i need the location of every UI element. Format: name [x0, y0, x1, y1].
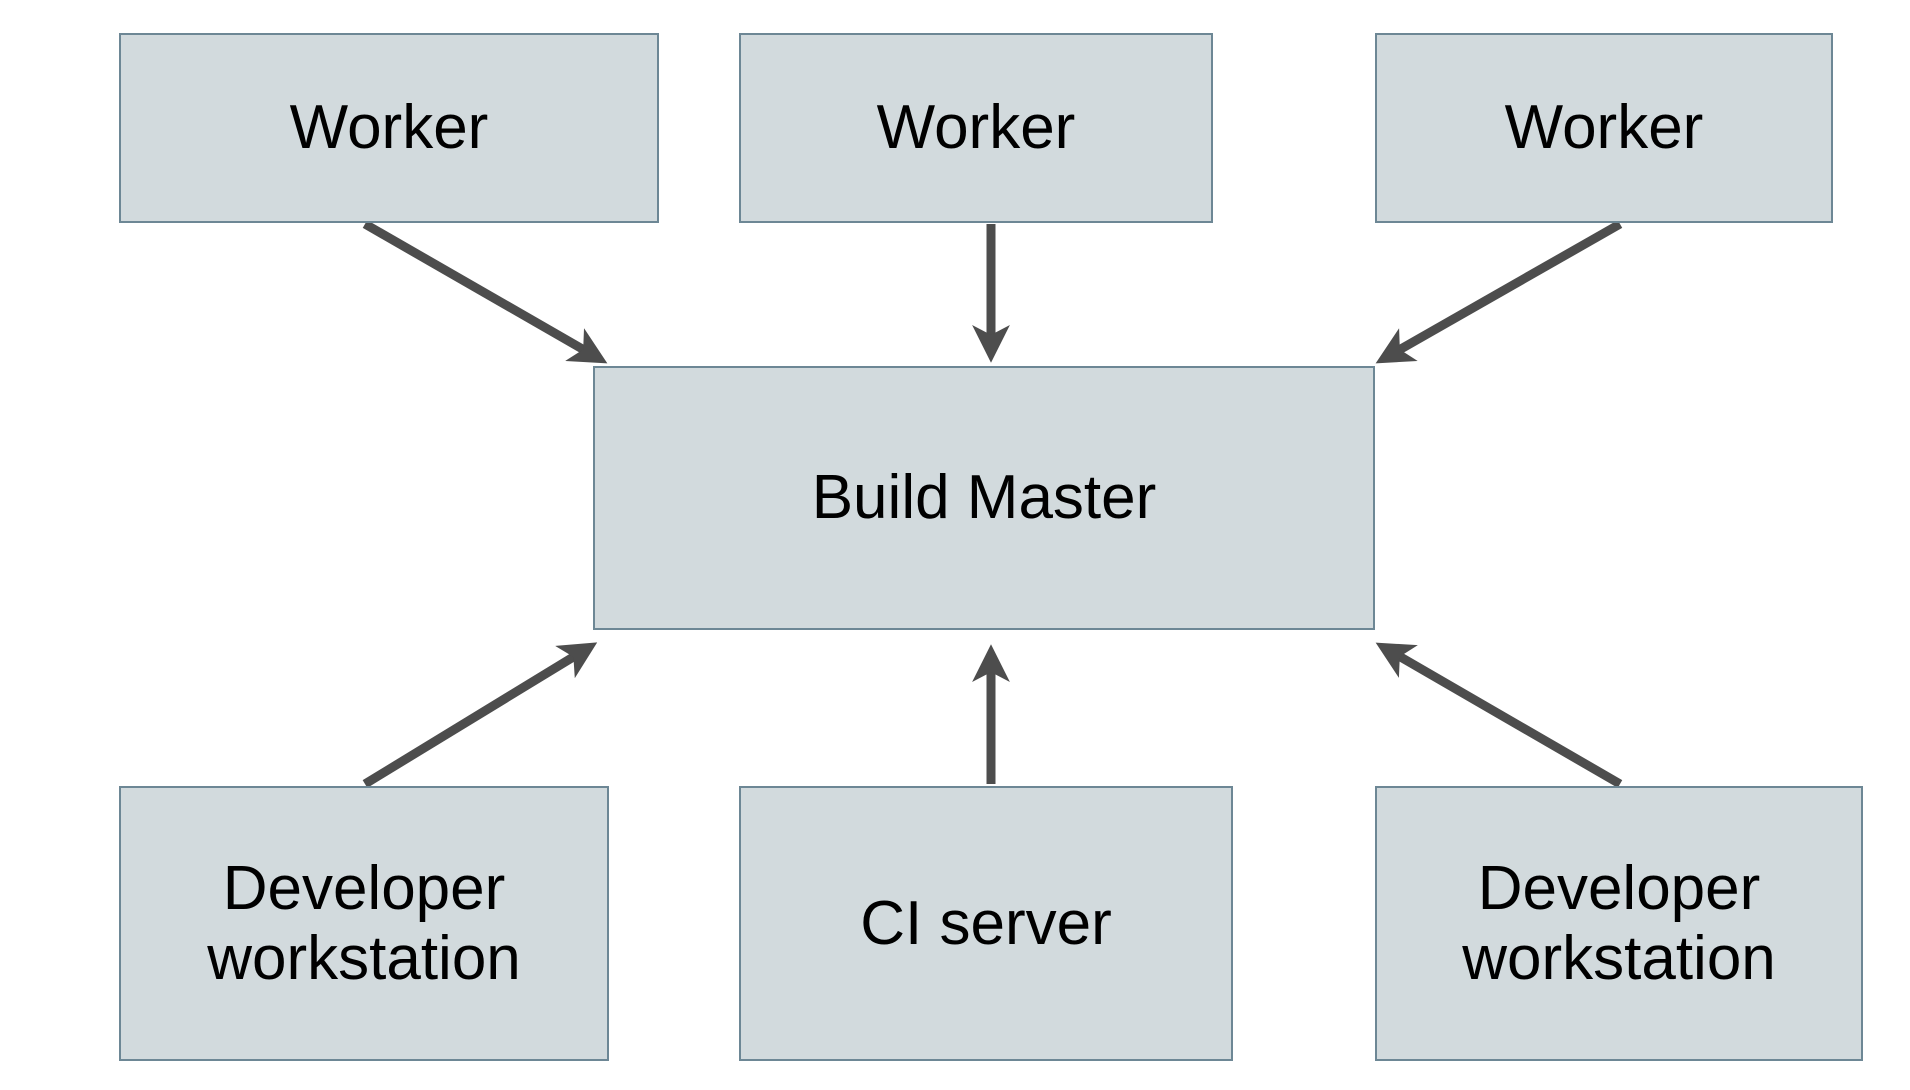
- node-worker-3-label: Worker: [1504, 93, 1704, 163]
- node-build-master[interactable]: Build Master: [593, 366, 1375, 630]
- node-developer-workstation-left-label: Developer workstation: [207, 854, 521, 993]
- edge-dev-ws-left-to-build-master: [362, 642, 598, 788]
- node-worker-1[interactable]: Worker: [119, 33, 659, 223]
- edge-worker-3-to-build-master: [1375, 220, 1623, 364]
- node-ci-server-label: CI server: [860, 888, 1112, 958]
- node-worker-1-label: Worker: [289, 93, 489, 163]
- node-developer-workstation-right[interactable]: Developer workstation: [1375, 786, 1863, 1061]
- edge-dev-ws-right-to-build-master: [1375, 642, 1623, 788]
- node-worker-3[interactable]: Worker: [1375, 33, 1833, 223]
- node-developer-workstation-right-label: Developer workstation: [1462, 854, 1776, 993]
- node-build-master-label: Build Master: [811, 463, 1157, 533]
- node-worker-2[interactable]: Worker: [739, 33, 1213, 223]
- node-worker-2-label: Worker: [876, 93, 1076, 163]
- edge-worker-1-to-build-master: [362, 220, 608, 364]
- node-developer-workstation-left[interactable]: Developer workstation: [119, 786, 609, 1061]
- node-ci-server[interactable]: CI server: [739, 786, 1233, 1061]
